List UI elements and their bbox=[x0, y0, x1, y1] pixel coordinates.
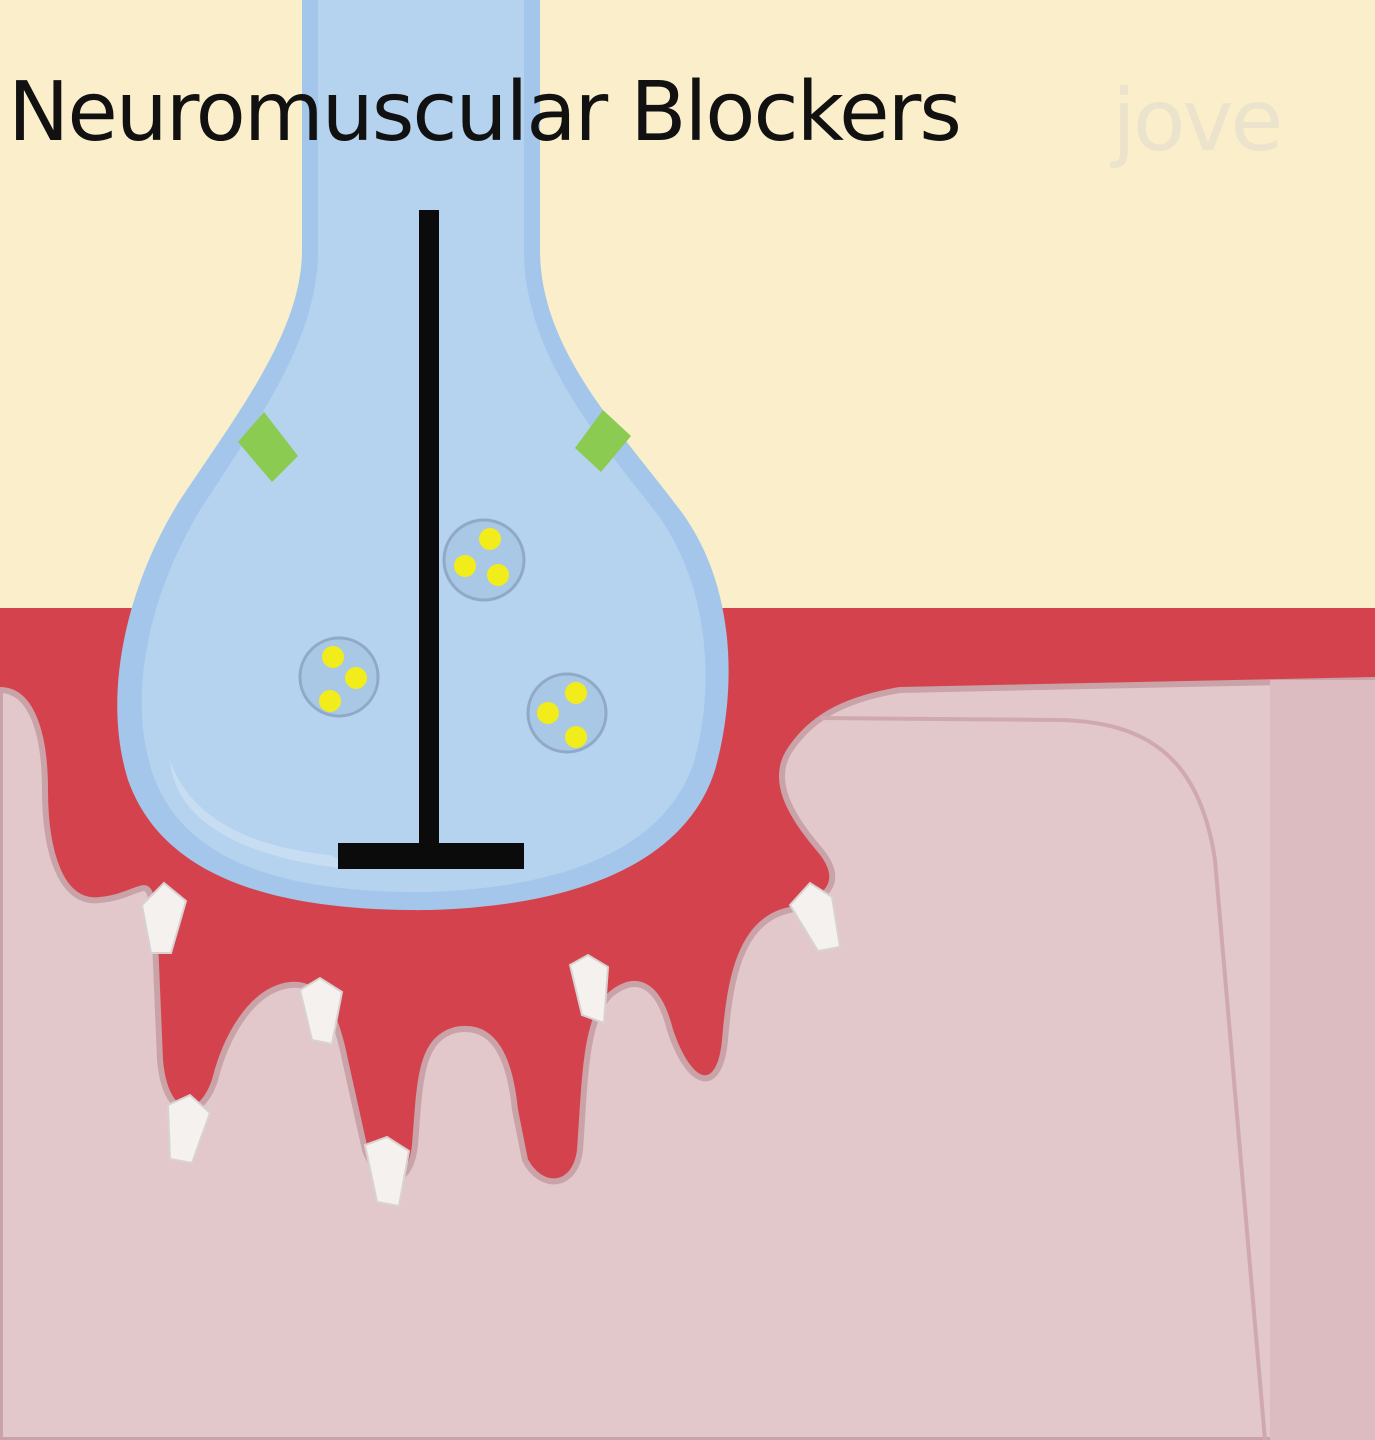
jove-logo: jove bbox=[1112, 78, 1280, 164]
muscle-edge-shade bbox=[1270, 680, 1375, 1440]
synaptic-vesicle-icon bbox=[444, 520, 524, 600]
synaptic-vesicle-icon bbox=[300, 638, 378, 716]
synaptic-vesicle-icon bbox=[528, 674, 606, 752]
diagram-title: Neuromuscular Blockers bbox=[8, 72, 960, 154]
